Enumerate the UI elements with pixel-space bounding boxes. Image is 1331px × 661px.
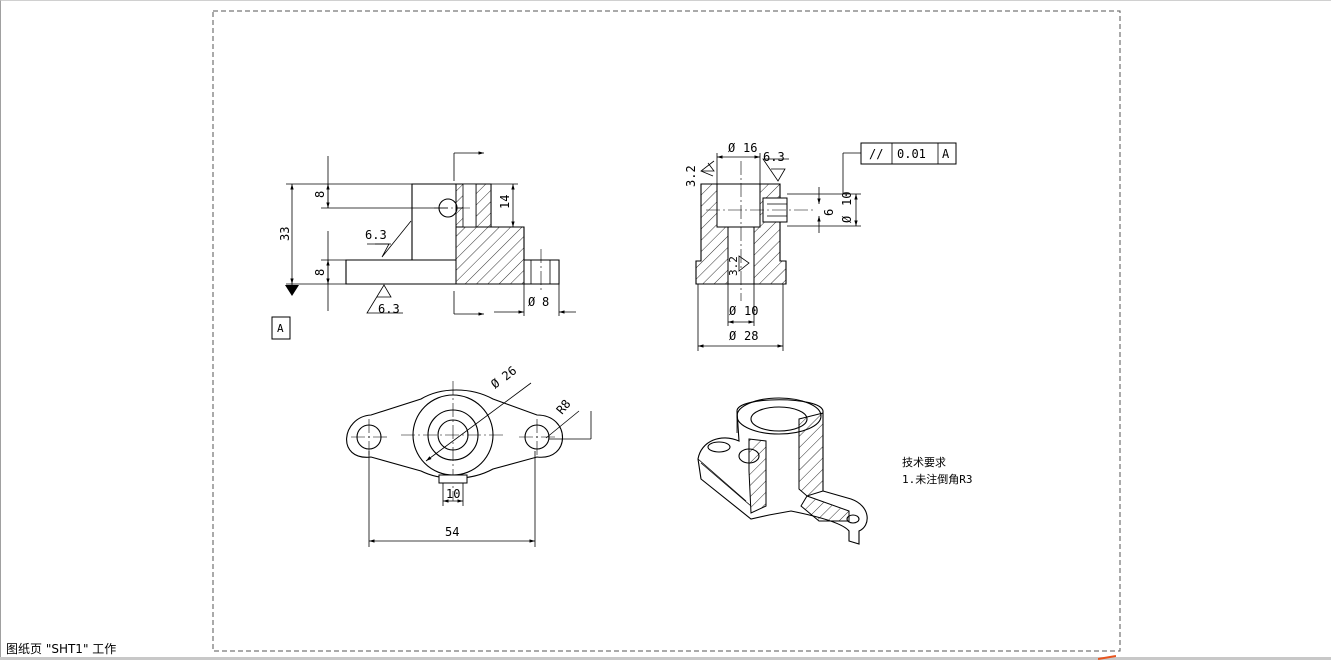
roughness-left: 3.2 (684, 165, 698, 187)
roughness-top: 6.3 (365, 228, 387, 242)
dim-r8: R8 (554, 397, 574, 417)
dia-8-symbol: Ø (528, 295, 536, 309)
isometric-view[interactable] (697, 397, 868, 545)
dia-10-right-symbol: Ø (840, 215, 854, 223)
dia-26-symbol: Ø (488, 375, 503, 391)
tolerance-symbol: // (869, 147, 883, 161)
front-view[interactable]: 8 33 8 A 14 Ø 8 6.3 6.3 (271, 151, 576, 340)
dim-dia-28: 28 (744, 329, 758, 343)
roughness-inner: 3.2 (727, 256, 740, 276)
dim-dia-26: 26 (499, 363, 519, 383)
side-view[interactable]: 3.2 6.3 3.2 Ø 16 Ø 10 Ø 28 6 Ø 10 (684, 141, 957, 351)
dim-14: 14 (498, 195, 512, 209)
tolerance-datum: A (942, 147, 950, 161)
orientation-mark-icon (1098, 655, 1116, 660)
roughness-right: 6.3 (763, 150, 785, 164)
tolerance-frame (860, 142, 957, 165)
dia-16-symbol: Ø (728, 141, 736, 155)
dia-10-symbol: Ø (729, 304, 737, 318)
dim-8-top: 8 (313, 191, 327, 198)
dia-28-symbol: Ø (729, 329, 737, 343)
roughness-bottom: 6.3 (378, 302, 400, 316)
bottom-divider (0, 657, 1331, 660)
notes-line1: 1.未注倒角R3 (902, 472, 973, 486)
top-view[interactable]: Ø 26 R8 10 54 (346, 363, 592, 547)
dim-8-bottom: 8 (313, 269, 327, 276)
status-label: 图纸页 "SHT1" 工作 (6, 642, 117, 656)
notes-title: 技术要求 (902, 456, 946, 469)
technical-notes: 技术要求 1.未注倒角R3 (902, 456, 973, 486)
sheet-border (212, 10, 1121, 652)
dim-dia-10: 10 (744, 304, 758, 318)
dim-dia-10-right: 10 (840, 192, 854, 206)
datum-label: A (277, 322, 284, 335)
dim-54: 54 (445, 525, 459, 539)
dim-dia-8: 8 (542, 295, 549, 309)
dim-10: 10 (446, 487, 460, 501)
dim-dia-16: 16 (743, 141, 757, 155)
dim-dia-6: 6 (822, 209, 836, 216)
tolerance-value: 0.01 (897, 147, 926, 161)
dim-33: 33 (278, 227, 292, 241)
status-bar: 图纸页 "SHT1" 工作 (6, 640, 116, 658)
datum-triangle (285, 285, 299, 296)
datum-box (271, 316, 291, 340)
